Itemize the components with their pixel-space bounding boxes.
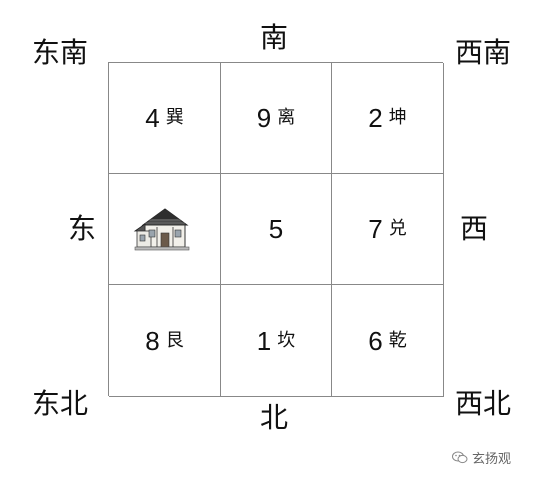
palace-trigram: 乾 [388,329,407,351]
direction-southwest: 西南 [455,36,512,69]
watermark: 玄扬观 [452,448,511,467]
direction-west: 西 [460,212,489,245]
direction-southeast: 东南 [32,36,89,69]
palace-number: 4 [145,103,160,133]
palace-number: 6 [368,325,383,356]
house-icon [133,208,189,251]
palace-number: 9 [256,103,272,133]
palace-trigram: 坤 [388,107,407,128]
palace-trigram: 兑 [388,218,407,239]
direction-north: 北 [260,401,289,434]
palace-cell-li: 9 离 [221,63,332,174]
palace-trigram: 坎 [277,329,296,351]
palace-number: 5 [268,214,284,244]
palace-cell-gen: 8 艮 [109,285,221,397]
palace-trigram: 艮 [165,329,184,351]
palace-trigram: 巽 [165,107,184,128]
palace-number: 7 [368,214,383,244]
palace-number: 2 [368,103,383,133]
direction-east: 东 [68,212,97,245]
palace-number: 8 [145,325,160,356]
palace-cell-east-house [109,174,221,285]
palace-cell-kan: 1 坎 [221,285,332,397]
palace-number: 1 [256,325,272,356]
direction-northwest: 西北 [455,387,512,420]
direction-northeast: 东北 [32,387,89,420]
palace-trigram: 离 [277,107,296,128]
nine-palace-grid: 4 巽 9 离 2 坤 [108,62,444,397]
palace-cell-center: 5 [221,174,332,285]
palace-cell-qian: 6 乾 [332,285,444,397]
watermark-text: 玄扬观 [472,452,512,467]
palace-cell-xun: 4 巽 [109,63,221,174]
palace-cell-dui: 7 兑 [332,174,444,285]
wechat-icon [452,451,468,464]
palace-cell-kun: 2 坤 [332,63,444,174]
direction-south: 南 [260,21,289,54]
